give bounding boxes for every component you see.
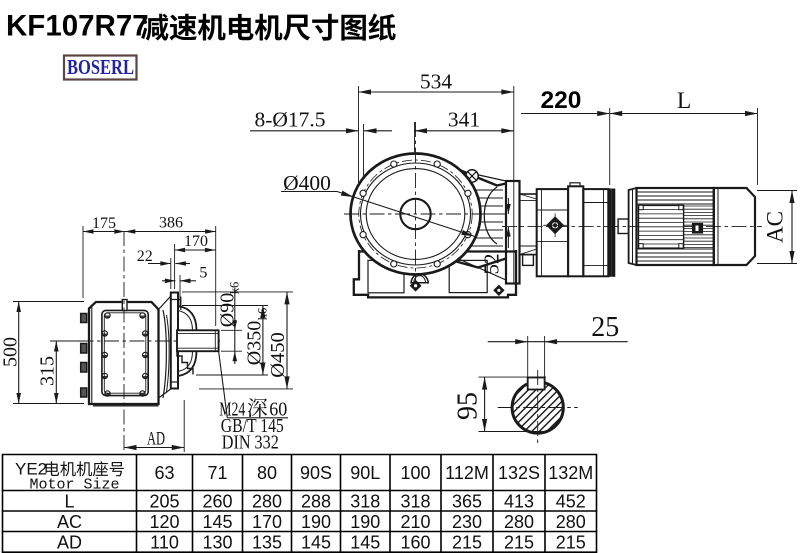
- svg-text:Ø350: Ø350: [244, 321, 266, 365]
- svg-text:318: 318: [350, 492, 380, 512]
- svg-text:8-Ø17.5: 8-Ø17.5: [254, 108, 325, 132]
- svg-text:k6: k6: [228, 282, 242, 295]
- svg-text:215: 215: [504, 533, 534, 553]
- svg-text:25: 25: [591, 312, 619, 343]
- svg-text:AD: AD: [57, 533, 82, 553]
- svg-text:145: 145: [301, 533, 331, 553]
- svg-text:132S: 132S: [498, 463, 540, 483]
- svg-text:132M: 132M: [548, 463, 593, 483]
- svg-text:500: 500: [0, 337, 22, 367]
- svg-text:130: 130: [202, 533, 232, 553]
- svg-text:AC: AC: [57, 512, 82, 532]
- svg-text:5: 5: [199, 265, 207, 282]
- svg-text:90S: 90S: [300, 463, 332, 483]
- svg-text:120: 120: [149, 512, 179, 532]
- svg-text:135: 135: [252, 533, 282, 553]
- svg-text:220: 220: [541, 87, 582, 114]
- svg-text:280: 280: [504, 512, 534, 532]
- svg-text:215: 215: [556, 533, 586, 553]
- svg-text:DIN 332: DIN 332: [222, 432, 279, 454]
- svg-text:112M: 112M: [445, 463, 489, 483]
- svg-text:95: 95: [453, 392, 484, 420]
- svg-text:AC: AC: [763, 211, 788, 243]
- svg-text:L: L: [64, 492, 74, 512]
- svg-text:341: 341: [448, 108, 480, 132]
- svg-text:GB/T 145: GB/T 145: [221, 415, 284, 437]
- svg-text:452: 452: [556, 492, 586, 512]
- svg-text:52: 52: [480, 254, 504, 275]
- svg-text:Motor Size: Motor Size: [29, 477, 119, 494]
- svg-text:534: 534: [420, 70, 453, 94]
- svg-text:100: 100: [400, 463, 430, 483]
- svg-text:280: 280: [556, 512, 586, 532]
- svg-text:315: 315: [37, 356, 59, 386]
- svg-text:210: 210: [400, 512, 430, 532]
- svg-text:230: 230: [452, 512, 482, 532]
- svg-text:413: 413: [504, 492, 534, 512]
- svg-text:63: 63: [154, 463, 174, 483]
- svg-text:71: 71: [207, 463, 227, 483]
- svg-text:h6: h6: [256, 308, 270, 321]
- svg-text:AD: AD: [147, 430, 165, 450]
- svg-text:386: 386: [159, 215, 183, 232]
- svg-text:L: L: [677, 88, 691, 114]
- svg-text:215: 215: [452, 533, 482, 553]
- svg-text:22: 22: [137, 248, 153, 265]
- svg-text:YE2: YE2: [15, 460, 47, 479]
- svg-text:365: 365: [452, 492, 482, 512]
- svg-text:175: 175: [92, 215, 116, 232]
- svg-text:190: 190: [301, 512, 331, 532]
- svg-text:288: 288: [301, 492, 331, 512]
- svg-text:BOSERL: BOSERL: [67, 55, 134, 79]
- svg-text:60: 60: [269, 399, 287, 421]
- svg-text:80: 80: [257, 463, 277, 483]
- svg-text:260: 260: [202, 492, 232, 512]
- svg-text:110: 110: [150, 533, 179, 553]
- svg-text:KF107R77: KF107R77: [6, 10, 149, 43]
- svg-text:190: 190: [350, 512, 380, 532]
- svg-text:145: 145: [350, 533, 380, 553]
- svg-text:170: 170: [184, 233, 208, 250]
- svg-text:160: 160: [400, 533, 430, 553]
- svg-text:318: 318: [400, 492, 430, 512]
- svg-text:90L: 90L: [350, 463, 380, 483]
- svg-text:280: 280: [252, 492, 282, 512]
- svg-text:145: 145: [202, 512, 232, 532]
- svg-text:170: 170: [252, 512, 282, 532]
- svg-text:Ø90: Ø90: [217, 293, 239, 327]
- svg-text:Ø450: Ø450: [267, 332, 289, 378]
- svg-text:205: 205: [149, 492, 179, 512]
